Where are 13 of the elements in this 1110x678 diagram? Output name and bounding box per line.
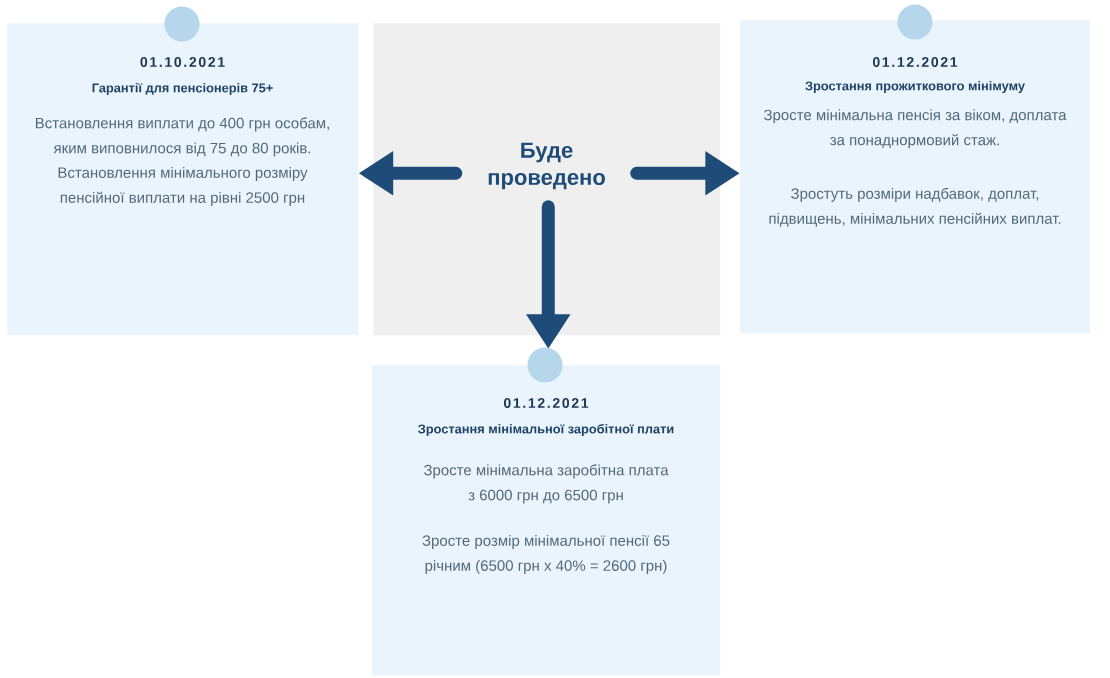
card-text: Встановлення мінімального розміру пенсійної виплати на рівні 2500 грн — [58, 166, 308, 206]
card-heading: Зростання прожиткового мінімуму — [805, 81, 1025, 93]
card-text: Встановлення виплати до 400 грн особам, яким виповнилося від 75 до 80 років. — [35, 117, 329, 157]
card-heading: Зростання мінімальної заробітної плати — [418, 423, 674, 436]
card-heading: Гарантії для пенсіонерів 75+ — [92, 83, 273, 95]
card-text: Зросте розмір мінімальної пенсії 65 річним (6500 грн x 40% = 2600 грн) — [422, 534, 670, 574]
date-text: 01.12.2021 — [503, 398, 589, 408]
date-text: 01.10.2021 — [140, 57, 225, 67]
date-text: 01.12.2021 — [872, 57, 958, 67]
card-text: Зростуть розміри надбавок, доплат, підвищень, мінімальних пенсійних виплат. — [769, 187, 1061, 227]
panel-title: Буде проведено — [488, 142, 605, 190]
card-text: Зросте мінімальна заробітна плата з 6000 грн до 6500 грн — [423, 464, 669, 504]
card-text: Зросте мінімальна пенсія за віком, доплата за понаднормовий стаж. — [763, 109, 1067, 149]
